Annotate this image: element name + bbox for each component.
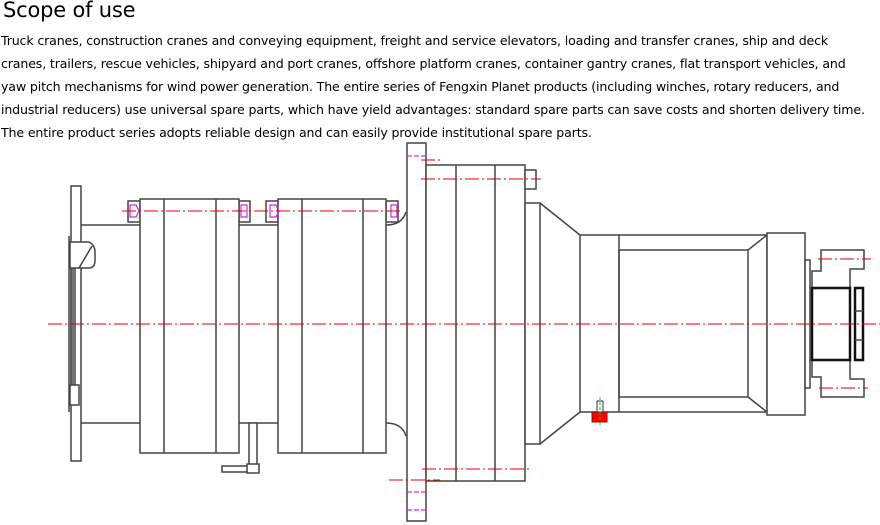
planetary-housing bbox=[425, 164, 581, 482]
section-heading: Scope of use bbox=[3, 0, 136, 22]
paragraph-line: The entire product series adopts reliabl… bbox=[1, 125, 592, 140]
vent-marker bbox=[591, 397, 608, 426]
center-lines bbox=[48, 159, 880, 481]
brake-drum-1 bbox=[127, 198, 251, 454]
mounting-flange bbox=[406, 142, 427, 522]
paragraph-line: industrial reducers) use universal spare… bbox=[1, 102, 865, 117]
scope-paragraph: Truck cranes, construction cranes and co… bbox=[1, 29, 865, 144]
bolt-icons bbox=[129, 172, 535, 218]
release-lever bbox=[221, 422, 260, 474]
brake-drum-2 bbox=[265, 198, 407, 454]
paragraph-line: cranes, trailers, rescue vehicles, shipy… bbox=[1, 56, 846, 71]
paragraph-line: Truck cranes, construction cranes and co… bbox=[1, 33, 829, 48]
paragraph-line: yaw pitch mechanisms for wind power gene… bbox=[1, 79, 840, 94]
